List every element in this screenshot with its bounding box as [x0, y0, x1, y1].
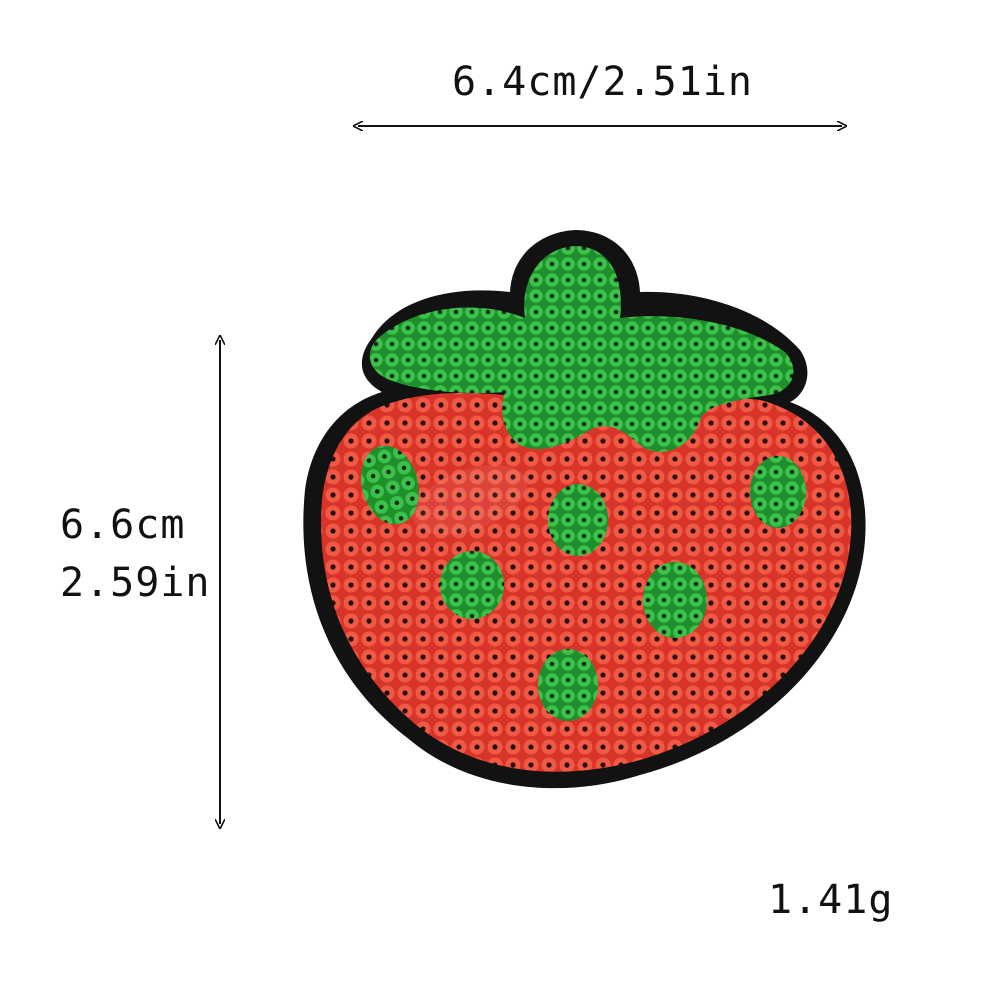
seed-spot [643, 562, 707, 638]
seed-spot [750, 456, 806, 528]
weight-label: 1.41g [768, 877, 894, 923]
strawberry-leaves [369, 246, 794, 452]
height-dimension-cm-label: 6.6cm [60, 502, 186, 548]
seed-spot [538, 649, 598, 721]
seed-spot [440, 551, 504, 619]
width-dimension-label: 6.4cm/2.51in [452, 59, 753, 105]
seed-spot [548, 484, 608, 556]
strawberry-body [321, 393, 852, 772]
strawberry-sequin-patch-icon [303, 230, 866, 789]
height-dimension-in-label: 2.59in [60, 560, 211, 606]
seed-spot [361, 445, 419, 525]
